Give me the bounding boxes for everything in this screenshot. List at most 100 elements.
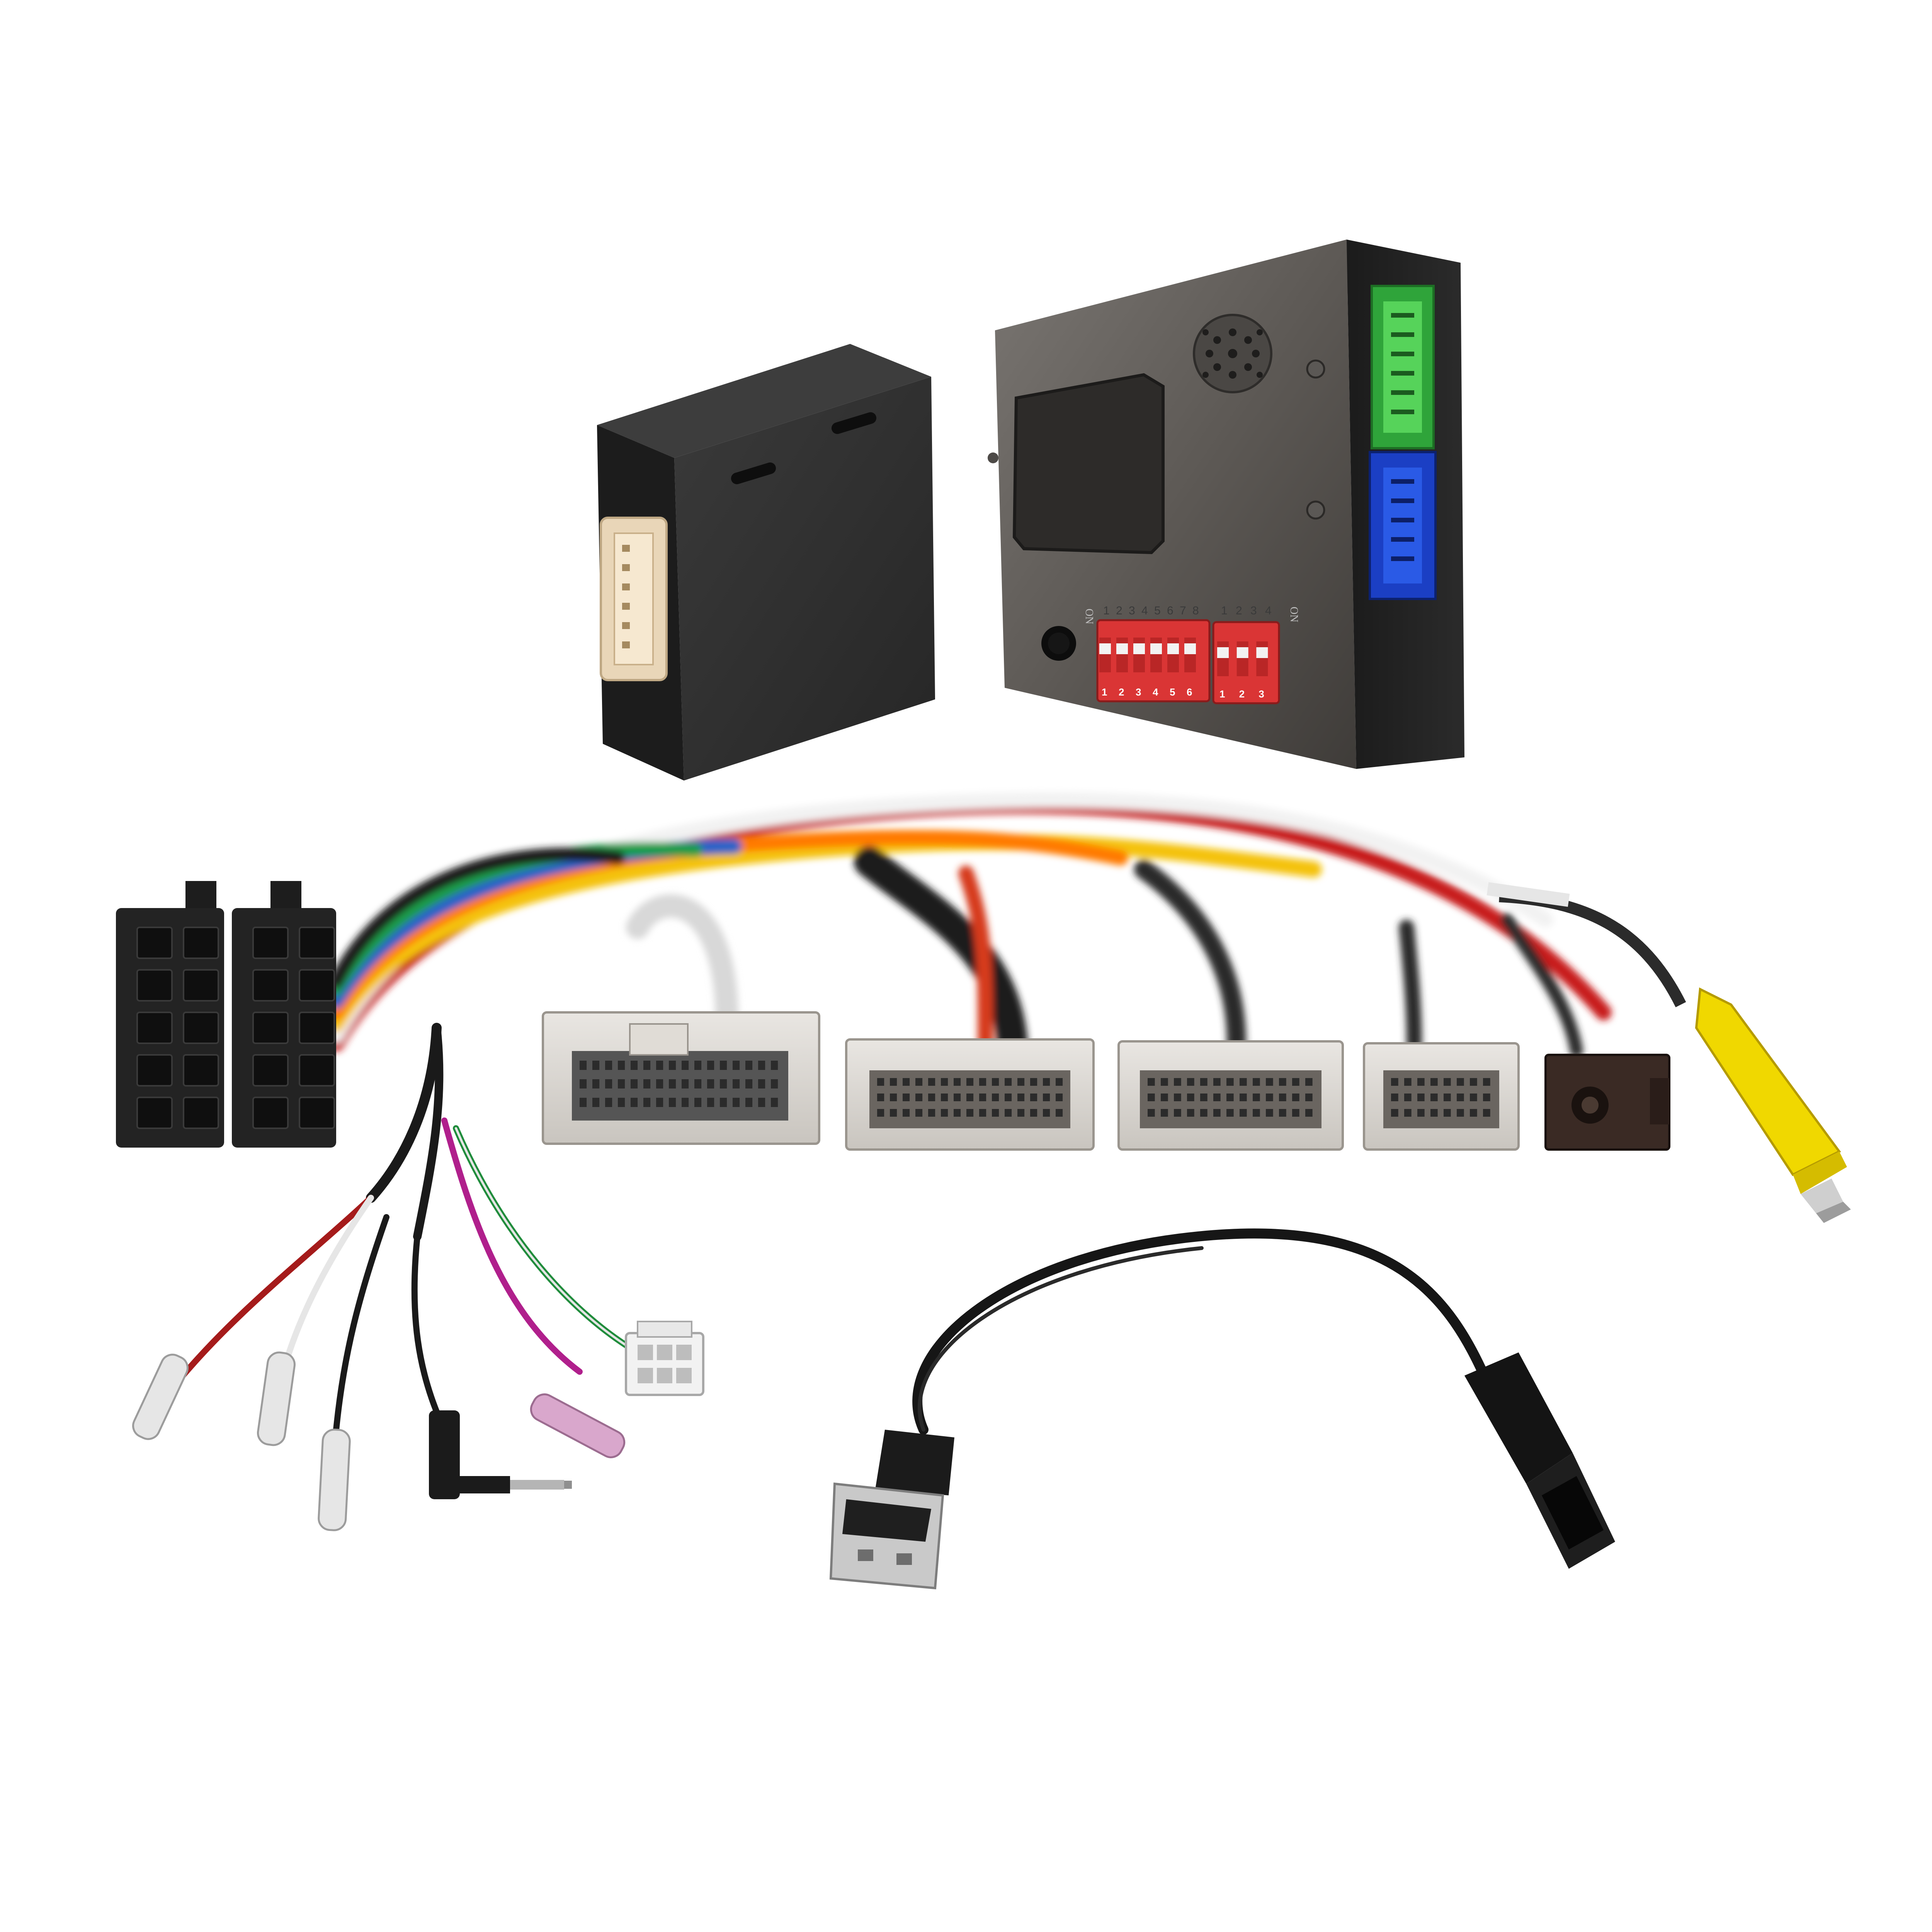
dip-bottom-number: 4 (1153, 686, 1158, 698)
connector-pin (1148, 1109, 1155, 1117)
connector-pin (1253, 1078, 1260, 1086)
connector-pin (966, 1094, 974, 1101)
connector-pin (592, 1061, 600, 1070)
connector-pin (669, 1061, 676, 1070)
connector-pin (903, 1109, 910, 1117)
dip-switch-slot (1116, 638, 1128, 672)
connector-pin (1030, 1078, 1037, 1086)
brown-antenna-connector (1544, 1054, 1670, 1151)
dip-bottom-number: 6 (1187, 686, 1192, 698)
blue-side-connector (1369, 451, 1437, 600)
dip-bottom-number: 2 (1239, 688, 1245, 700)
connector-pin (1430, 1094, 1438, 1101)
connector-pin (605, 1098, 612, 1107)
connector-pin (720, 1079, 727, 1088)
iso-pin-cavity (299, 969, 335, 1002)
dip-switch-toggle (1217, 647, 1229, 658)
dip-switch-toggle (1099, 643, 1111, 654)
connector-pin (1213, 1094, 1221, 1101)
iso-pin-cavity (183, 1054, 219, 1087)
connector-pin (1266, 1078, 1273, 1086)
dip-bottom-number: 5 (1170, 686, 1175, 698)
connector-pin (669, 1098, 676, 1107)
dip-switch-toggle (1116, 643, 1128, 654)
connector-pin (941, 1078, 948, 1086)
dip-bottom-number: 2 (1119, 686, 1124, 698)
connector-pin (1292, 1094, 1299, 1101)
connector-pin (1404, 1078, 1412, 1086)
grey-connector-1 (542, 1011, 820, 1145)
connector-pin (643, 1061, 651, 1070)
connector-pin (605, 1079, 612, 1088)
connector-pin (1030, 1109, 1037, 1117)
connector-pin (1483, 1109, 1490, 1117)
dip-top-number: 2 (1116, 604, 1122, 617)
connector-pin (631, 1061, 638, 1070)
connector-pin (1470, 1094, 1477, 1101)
connector-pin (954, 1094, 961, 1101)
connector-pin (1030, 1094, 1037, 1101)
connector-pin (1017, 1078, 1025, 1086)
iso-pin-cavity (136, 927, 173, 959)
connector-pin (631, 1079, 638, 1088)
connector-pin (682, 1061, 689, 1070)
connector-pin (1391, 1094, 1398, 1101)
dip-bottom-number: 1 (1102, 686, 1107, 698)
connector-pin (618, 1061, 625, 1070)
iso-pin-cavity (136, 1097, 173, 1129)
connector-pin (1444, 1078, 1451, 1086)
connector-pin (1056, 1109, 1063, 1117)
connector-pin (1417, 1094, 1425, 1101)
connector-pin (1161, 1094, 1168, 1101)
connector-pin (1240, 1094, 1247, 1101)
connector-pin (1457, 1078, 1464, 1086)
iso-pin-cavity (299, 927, 335, 959)
connector-pin (682, 1079, 689, 1088)
iso-pin-cavity (252, 927, 289, 959)
connector-pin (992, 1109, 999, 1117)
dip-on-label: ON (1288, 607, 1300, 622)
connector-pin (903, 1078, 910, 1086)
connector-pin (1174, 1109, 1181, 1117)
connector-pin (580, 1061, 587, 1070)
dip-switch-toggle (1133, 643, 1145, 654)
dip-bottom-number: 1 (1219, 688, 1225, 700)
iso-pin-cavity (252, 1097, 289, 1129)
connector-pin (1226, 1094, 1234, 1101)
dip-switch-slot (1167, 638, 1179, 672)
dip-switch-toggle (1184, 643, 1196, 654)
connector-pin (1187, 1109, 1194, 1117)
connector-pin (1005, 1078, 1012, 1086)
connector-pin (992, 1078, 999, 1086)
connector-pin (656, 1061, 663, 1070)
usb-plug-icon (829, 1430, 954, 1590)
grey-connector-4 (1363, 1042, 1520, 1151)
connector-pin (758, 1098, 765, 1107)
connector-pin (771, 1098, 778, 1107)
iso-pin-cavity (183, 1097, 219, 1129)
connector-pin (1470, 1109, 1477, 1117)
connector-pin (877, 1109, 884, 1117)
connector-pin (877, 1078, 884, 1086)
dip-top-number: 1 (1103, 604, 1110, 617)
connector-pin (1391, 1078, 1398, 1086)
connector-pin (631, 1098, 638, 1107)
connector-pin (707, 1061, 714, 1070)
connector-pin (643, 1098, 651, 1107)
connector-pin (745, 1079, 753, 1088)
connector-pin (1292, 1109, 1299, 1117)
dip-on-label: ON (1083, 609, 1095, 624)
connector-pin (1417, 1109, 1425, 1117)
connector-pin (1187, 1078, 1194, 1086)
connector-pin (890, 1094, 897, 1101)
usb-cable (912, 1228, 1493, 1435)
connector-pin (1005, 1094, 1012, 1101)
connector-pin (954, 1078, 961, 1086)
dip-top-number: 6 (1167, 604, 1173, 617)
connector-pin (1266, 1094, 1273, 1101)
connector-pin (656, 1079, 663, 1088)
connector-pin (618, 1079, 625, 1088)
dip-switch-toggle (1256, 647, 1268, 658)
